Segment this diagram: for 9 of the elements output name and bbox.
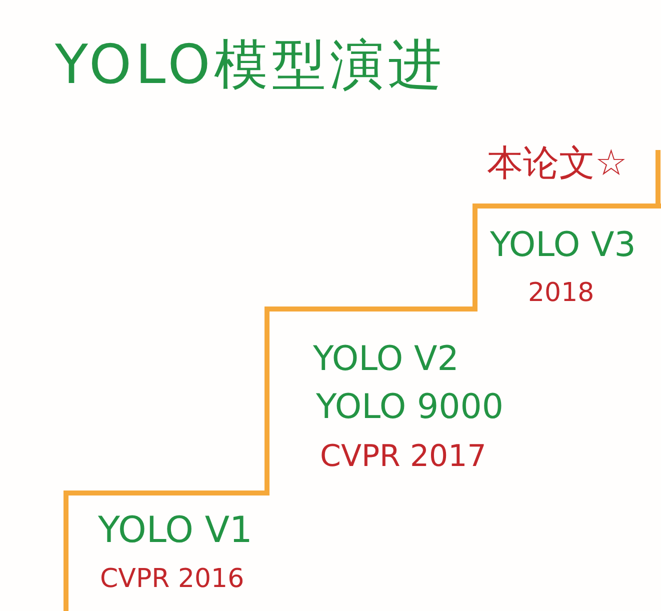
model-name: YOLO V2: [313, 342, 459, 376]
model-name: YOLO V1: [98, 513, 252, 549]
paper-note: 本论文☆: [487, 146, 628, 182]
venue-label: CVPR 2017: [320, 442, 486, 472]
year-label: 2018: [528, 280, 594, 306]
model-name: YOLO V3: [490, 228, 636, 262]
title: YOLO模型演进: [55, 38, 446, 92]
venue-label: CVPR 2016: [100, 566, 244, 592]
model-name: YOLO 9000: [316, 390, 504, 424]
